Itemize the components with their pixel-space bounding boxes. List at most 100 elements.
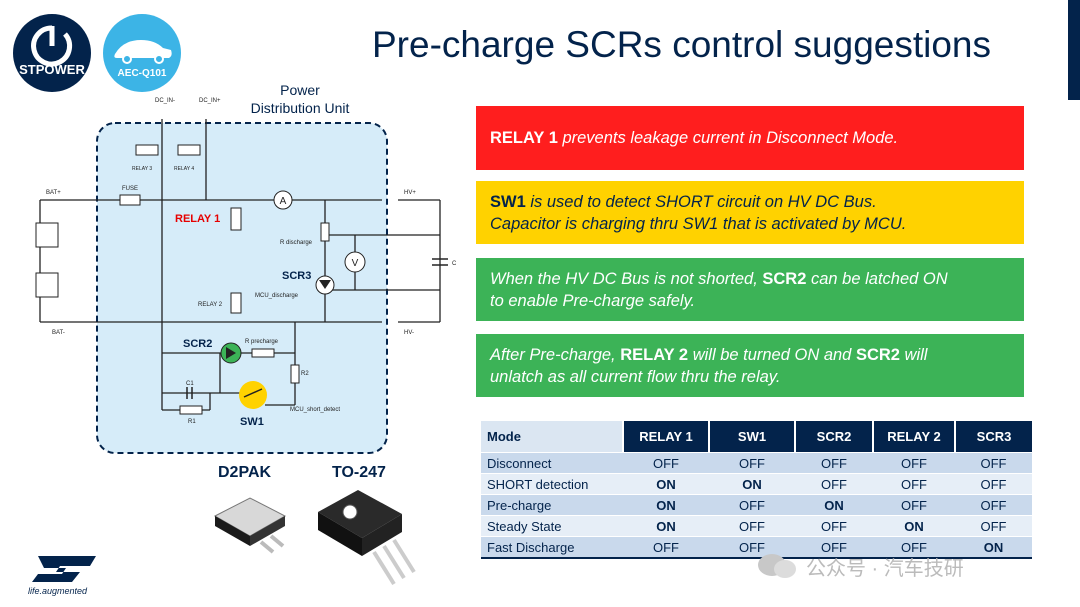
relay2-coil [230,292,242,314]
pdu-title-2: Distribution Unit [251,100,350,116]
table-cell: OFF [795,515,873,537]
table-cell: OFF [955,515,1032,537]
table-cell: ON [955,536,1032,559]
table-cell: OFF [709,452,795,474]
stpower-text: STPOWER [19,62,85,77]
table-cell: OFF [709,536,795,559]
relay2-explanation-box: After Pre-charge, RELAY 2 will be turned… [476,334,1024,397]
sw1-explanation-box: SW1 is used to detect SHORT circuit on H… [476,181,1024,244]
relay1-coil [230,207,242,231]
ammeter-label: A [280,196,287,207]
relay1-explanation-box: RELAY 1 prevents leakage current in Disc… [476,106,1024,170]
power-icon [31,25,73,67]
voltmeter-symbol [344,251,366,273]
table-cell: ON [623,494,709,516]
table-cell: ON [795,494,873,516]
row-mode: Steady State [481,515,623,537]
relay4-coil [177,144,201,156]
table-row: Pre-charge ON OFF ON OFF OFF [481,494,1032,516]
aec-text: AEC-Q101 [117,68,167,79]
relay2-label: RELAY 2 [198,302,223,308]
battery-1 [35,222,59,248]
sw1-highlight [239,381,267,409]
fuse-symbol [119,194,141,206]
voltmeter-label: V [352,258,359,269]
stpower-logo: STPOWER [13,14,91,92]
ammeter-symbol [273,190,293,210]
row-mode: Fast Discharge [481,536,623,559]
aec-logo: AEC-Q101 [103,14,181,92]
row-mode: Disconnect [481,452,623,474]
bat-minus-label: BAT- [52,330,65,336]
sw1-label: SW1 [240,416,264,428]
scr3-label: SCR3 [282,270,311,282]
table-cell: OFF [709,494,795,516]
table-row: Disconnect OFF OFF OFF OFF OFF [481,452,1032,474]
dc-in-plus-label: DC_IN+ [199,98,221,104]
wechat-icon [758,554,796,578]
col-header: RELAY 2 [872,421,955,453]
table-cell: OFF [955,494,1032,516]
table-cell: OFF [873,473,955,495]
relay1-label: RELAY 1 [175,213,220,225]
relay3-label: RELAY 3 [132,166,152,172]
mode-table: Mode RELAY 1 SW1 SCR2 RELAY 2 SCR3 Disco… [481,421,1032,559]
pdu-box [96,122,388,454]
table-cell: ON [623,515,709,537]
to247-package-image [318,490,416,586]
table-cell: OFF [955,473,1032,495]
scr2-label: SCR2 [183,338,212,350]
table-cell: OFF [709,515,795,537]
row-mode: Pre-charge [481,494,623,516]
table-cell: ON [623,473,709,495]
pdu-circuit-diagram: Power Distribution Unit FUSE A V BAT+ BA… [35,82,457,454]
r-discharge-symbol [320,222,330,242]
mode-header: Mode [481,421,623,453]
table-cell: OFF [795,473,873,495]
d2pak-label: D2PAK [218,464,272,481]
table-row: Steady State ON OFF OFF ON OFF [481,515,1032,537]
accent-bar [1068,0,1080,100]
r-precharge-symbol [251,348,275,358]
capacitor-c-label: C [452,261,457,267]
hv-plus-label: HV+ [404,190,416,196]
table-cell: OFF [873,494,955,516]
r-discharge-label: R discharge [280,240,313,246]
dc-in-minus-label: DC_IN- [155,98,175,104]
col-header: SW1 [708,421,795,453]
table-cell: OFF [955,452,1032,474]
brand-tagline: life.augmented [28,586,88,596]
r2-label: R2 [301,371,309,377]
st-logo-icon [32,556,96,582]
table-cell: ON [709,473,795,495]
r-precharge-label: R precharge [245,339,279,345]
table-cell: OFF [623,452,709,474]
d2pak-package-image [213,497,287,554]
battery-2 [35,272,59,298]
car-icon [114,40,172,64]
page-title: Pre-charge SCRs control suggestions [372,24,992,65]
table-cell: OFF [795,452,873,474]
table-cell: OFF [873,536,955,559]
to247-label: TO-247 [332,464,386,481]
col-header: SCR2 [794,421,873,453]
col-header: SCR3 [954,421,1032,453]
sw1-symbol [243,388,263,398]
mcu-discharge-label: MCU_discharge [255,293,299,299]
table-cell: OFF [795,536,873,559]
row-mode: SHORT detection [481,473,623,495]
r2-symbol [290,364,300,384]
fuse-label: FUSE [122,186,138,192]
pdu-title-1: Power [280,82,320,98]
relay3-coil [135,144,159,156]
r1-symbol [179,405,203,415]
hv-minus-label: HV- [404,330,414,336]
bat-plus-label: BAT+ [46,190,61,196]
scr2-latch-explanation-box: When the HV DC Bus is not shorted, SCR2 … [476,258,1024,321]
table-cell: OFF [873,452,955,474]
table-cell: OFF [623,536,709,559]
watermark: 公众号 · 汽车技研 [806,558,964,580]
relay4-label: RELAY 4 [174,166,194,172]
col-header: RELAY 1 [622,421,709,453]
mcu-short-detect-label: MCU_short_detect [290,407,340,413]
